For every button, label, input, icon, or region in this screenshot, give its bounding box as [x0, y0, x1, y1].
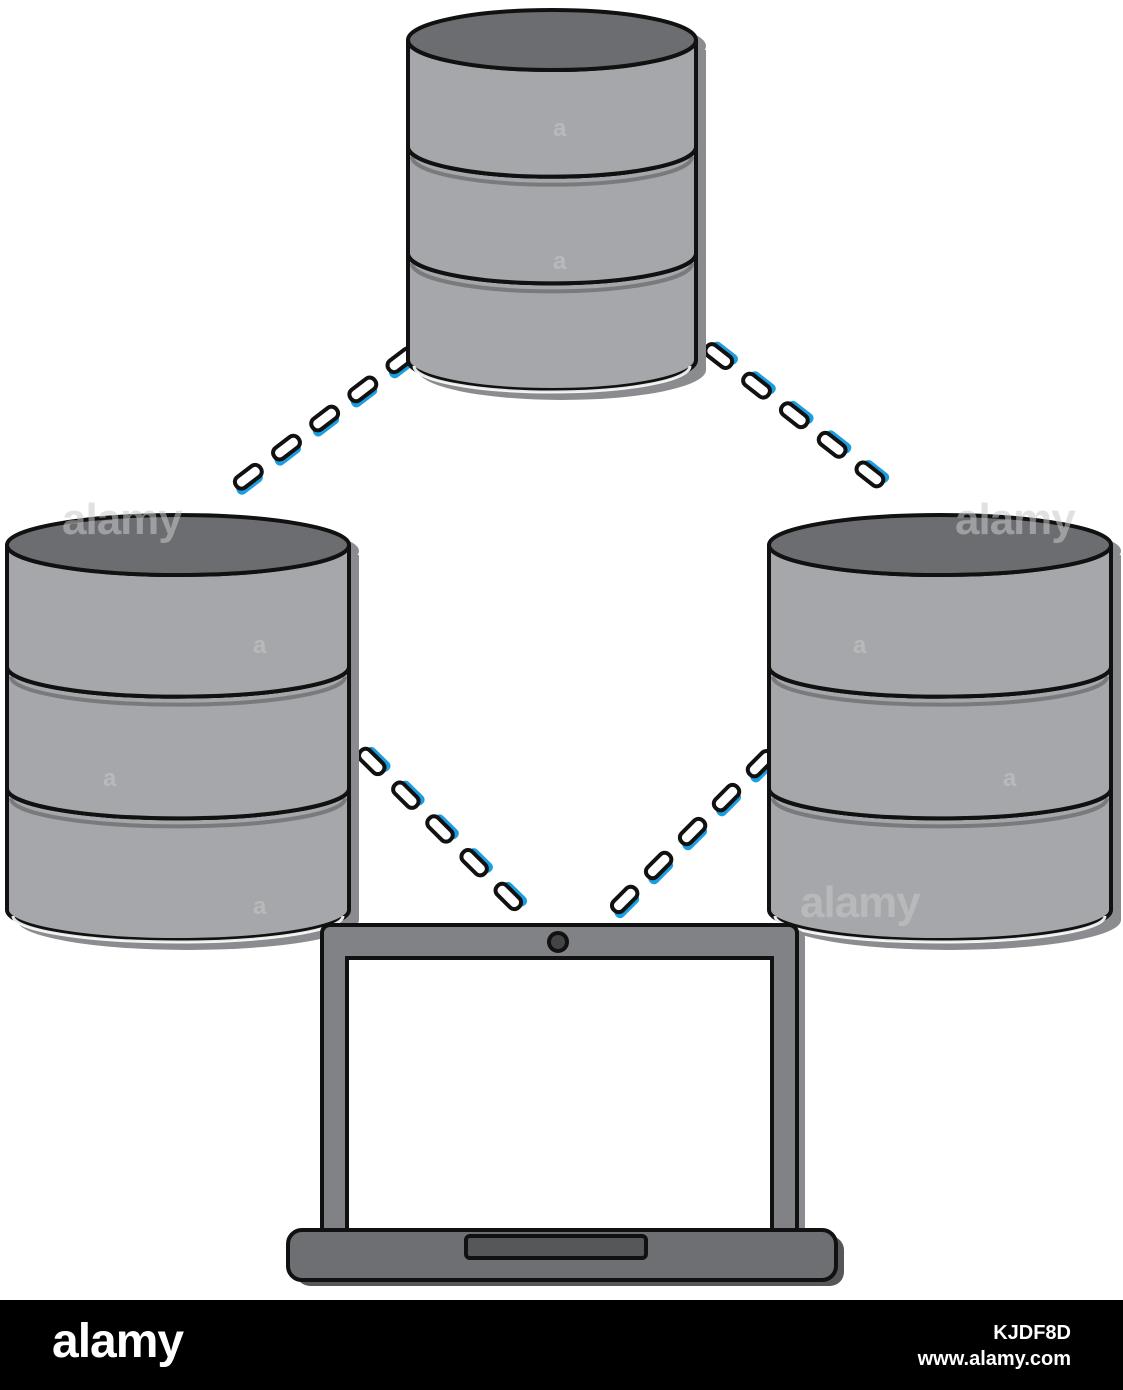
- database-ring-shadow: [771, 798, 1109, 829]
- dashed-network-link-segment: [493, 881, 528, 912]
- network-links: [232, 341, 890, 919]
- dashed-network-link-segment: [356, 746, 391, 777]
- database-ring-shadow: [9, 676, 347, 707]
- database-top: [406, 8, 698, 72]
- laptop-camera-icon: [547, 931, 569, 953]
- image-id: KJDF8D: [993, 1322, 1071, 1344]
- dashed-network-link-segment: [643, 850, 674, 885]
- database-top: [767, 513, 1113, 577]
- laptop-icon: [286, 923, 844, 1286]
- dashed-network-link-segment: [778, 400, 814, 430]
- database-ring-shadow: [9, 798, 347, 829]
- database-highlight: [412, 365, 692, 394]
- dashed-network-link-segment: [459, 848, 493, 878]
- laptop-trackpad: [464, 1234, 648, 1260]
- dashed-network-link-segment: [232, 462, 264, 495]
- dashed-network-link-segment: [741, 371, 776, 400]
- dashed-network-link-segment: [711, 782, 742, 817]
- dashed-network-link-segment: [854, 459, 890, 489]
- dashed-network-link-segment: [271, 433, 302, 466]
- database-icon-top: [406, 8, 706, 400]
- database-top: [5, 513, 351, 577]
- dashed-network-link-segment: [347, 375, 379, 408]
- database-ring-shadow: [771, 676, 1109, 707]
- dashed-network-link-segment: [703, 341, 738, 371]
- dashed-network-link-segment: [309, 404, 341, 437]
- network-diagram: [5, 8, 1121, 1286]
- database-icon-left: [5, 513, 359, 950]
- dashed-network-link-segment: [391, 780, 425, 810]
- database-ring-shadow: [410, 263, 694, 294]
- site-url: www.alamy.com: [917, 1348, 1071, 1370]
- database-ring-shadow: [410, 156, 694, 187]
- dashed-network-link-segment: [677, 816, 708, 851]
- dashed-network-link-segment: [425, 814, 459, 844]
- footer-image-info: KJDF8D www.alamy.com: [918, 1320, 1071, 1372]
- dashed-network-link-segment: [816, 430, 852, 459]
- footer-brand-logo: alamy: [52, 1315, 184, 1368]
- database-icon-right: [767, 513, 1121, 950]
- dashed-network-link-segment: [609, 884, 640, 919]
- footer-bar: alamy KJDF8D www.alamy.com: [0, 1300, 1123, 1390]
- laptop-display: [345, 956, 774, 1236]
